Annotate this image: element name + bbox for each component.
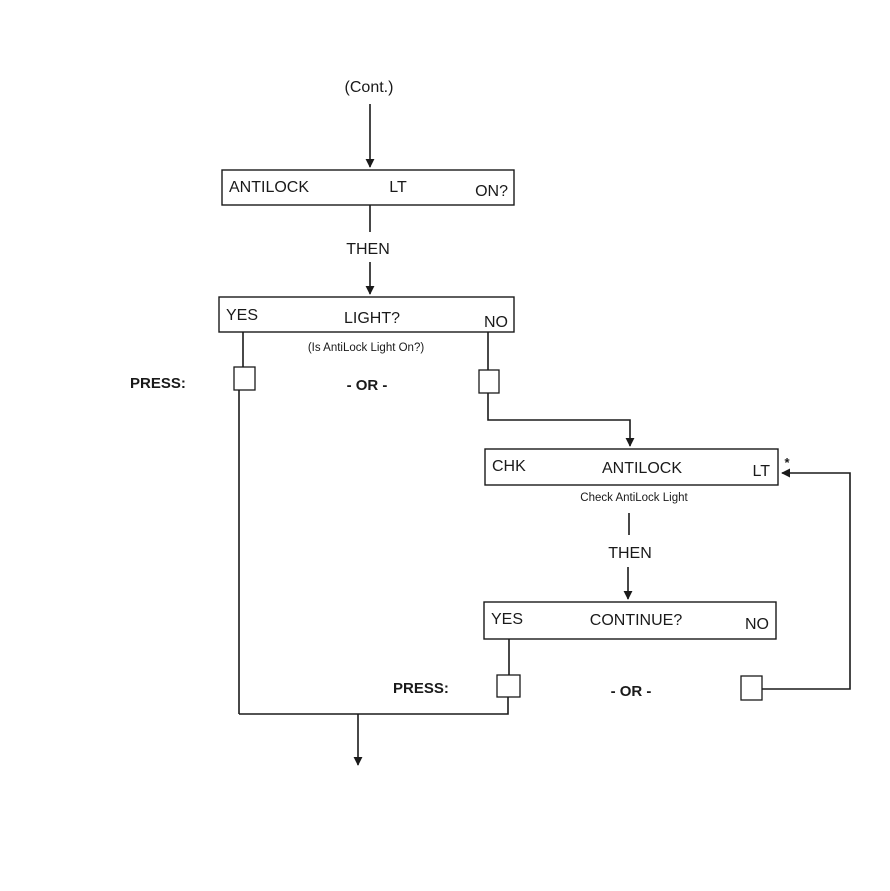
then-label-1: THEN xyxy=(346,241,390,258)
star-mark: * xyxy=(784,455,790,470)
chk-antilock-caption: Check AntiLock Light xyxy=(580,492,688,504)
antilock-label: ANTILOCK xyxy=(229,179,309,196)
no-button-2[interactable] xyxy=(740,675,763,701)
continued-label: (Cont.) xyxy=(345,79,394,96)
antilock-label-2: ANTILOCK xyxy=(602,460,682,477)
light-query-label: LIGHT? xyxy=(344,310,400,327)
on-query-label: ON? xyxy=(475,183,508,200)
continue-query-box xyxy=(483,601,777,640)
or-label-1: - OR - xyxy=(347,377,388,394)
connector-no-2-loop xyxy=(762,468,851,690)
lt-label-2: LT xyxy=(753,463,771,480)
no-label-2: NO xyxy=(745,616,769,633)
chk-label: CHK xyxy=(492,458,526,475)
lt-label: LT xyxy=(389,179,407,196)
yes-label-1: YES xyxy=(226,307,258,324)
light-query-box xyxy=(218,296,515,333)
continue-query-label: CONTINUE? xyxy=(590,612,683,629)
press-label-2: PRESS: xyxy=(393,680,449,697)
yes-button-2[interactable] xyxy=(496,674,521,698)
yes-label-2: YES xyxy=(491,611,523,628)
light-query-caption: (Is AntiLock Light On?) xyxy=(308,342,425,354)
no-label-1: NO xyxy=(484,314,508,331)
antilock-lt-on-box xyxy=(221,169,515,206)
connector-yes-2-merge xyxy=(239,697,509,715)
chk-antilock-lt-box xyxy=(484,448,779,486)
press-label-1: PRESS: xyxy=(130,375,186,392)
or-label-2: - OR - xyxy=(611,683,652,700)
no-button-1[interactable] xyxy=(478,369,500,394)
then-label-2: THEN xyxy=(608,545,652,562)
connector-no-1-to-chk xyxy=(487,393,635,447)
yes-button-1[interactable] xyxy=(233,366,256,391)
